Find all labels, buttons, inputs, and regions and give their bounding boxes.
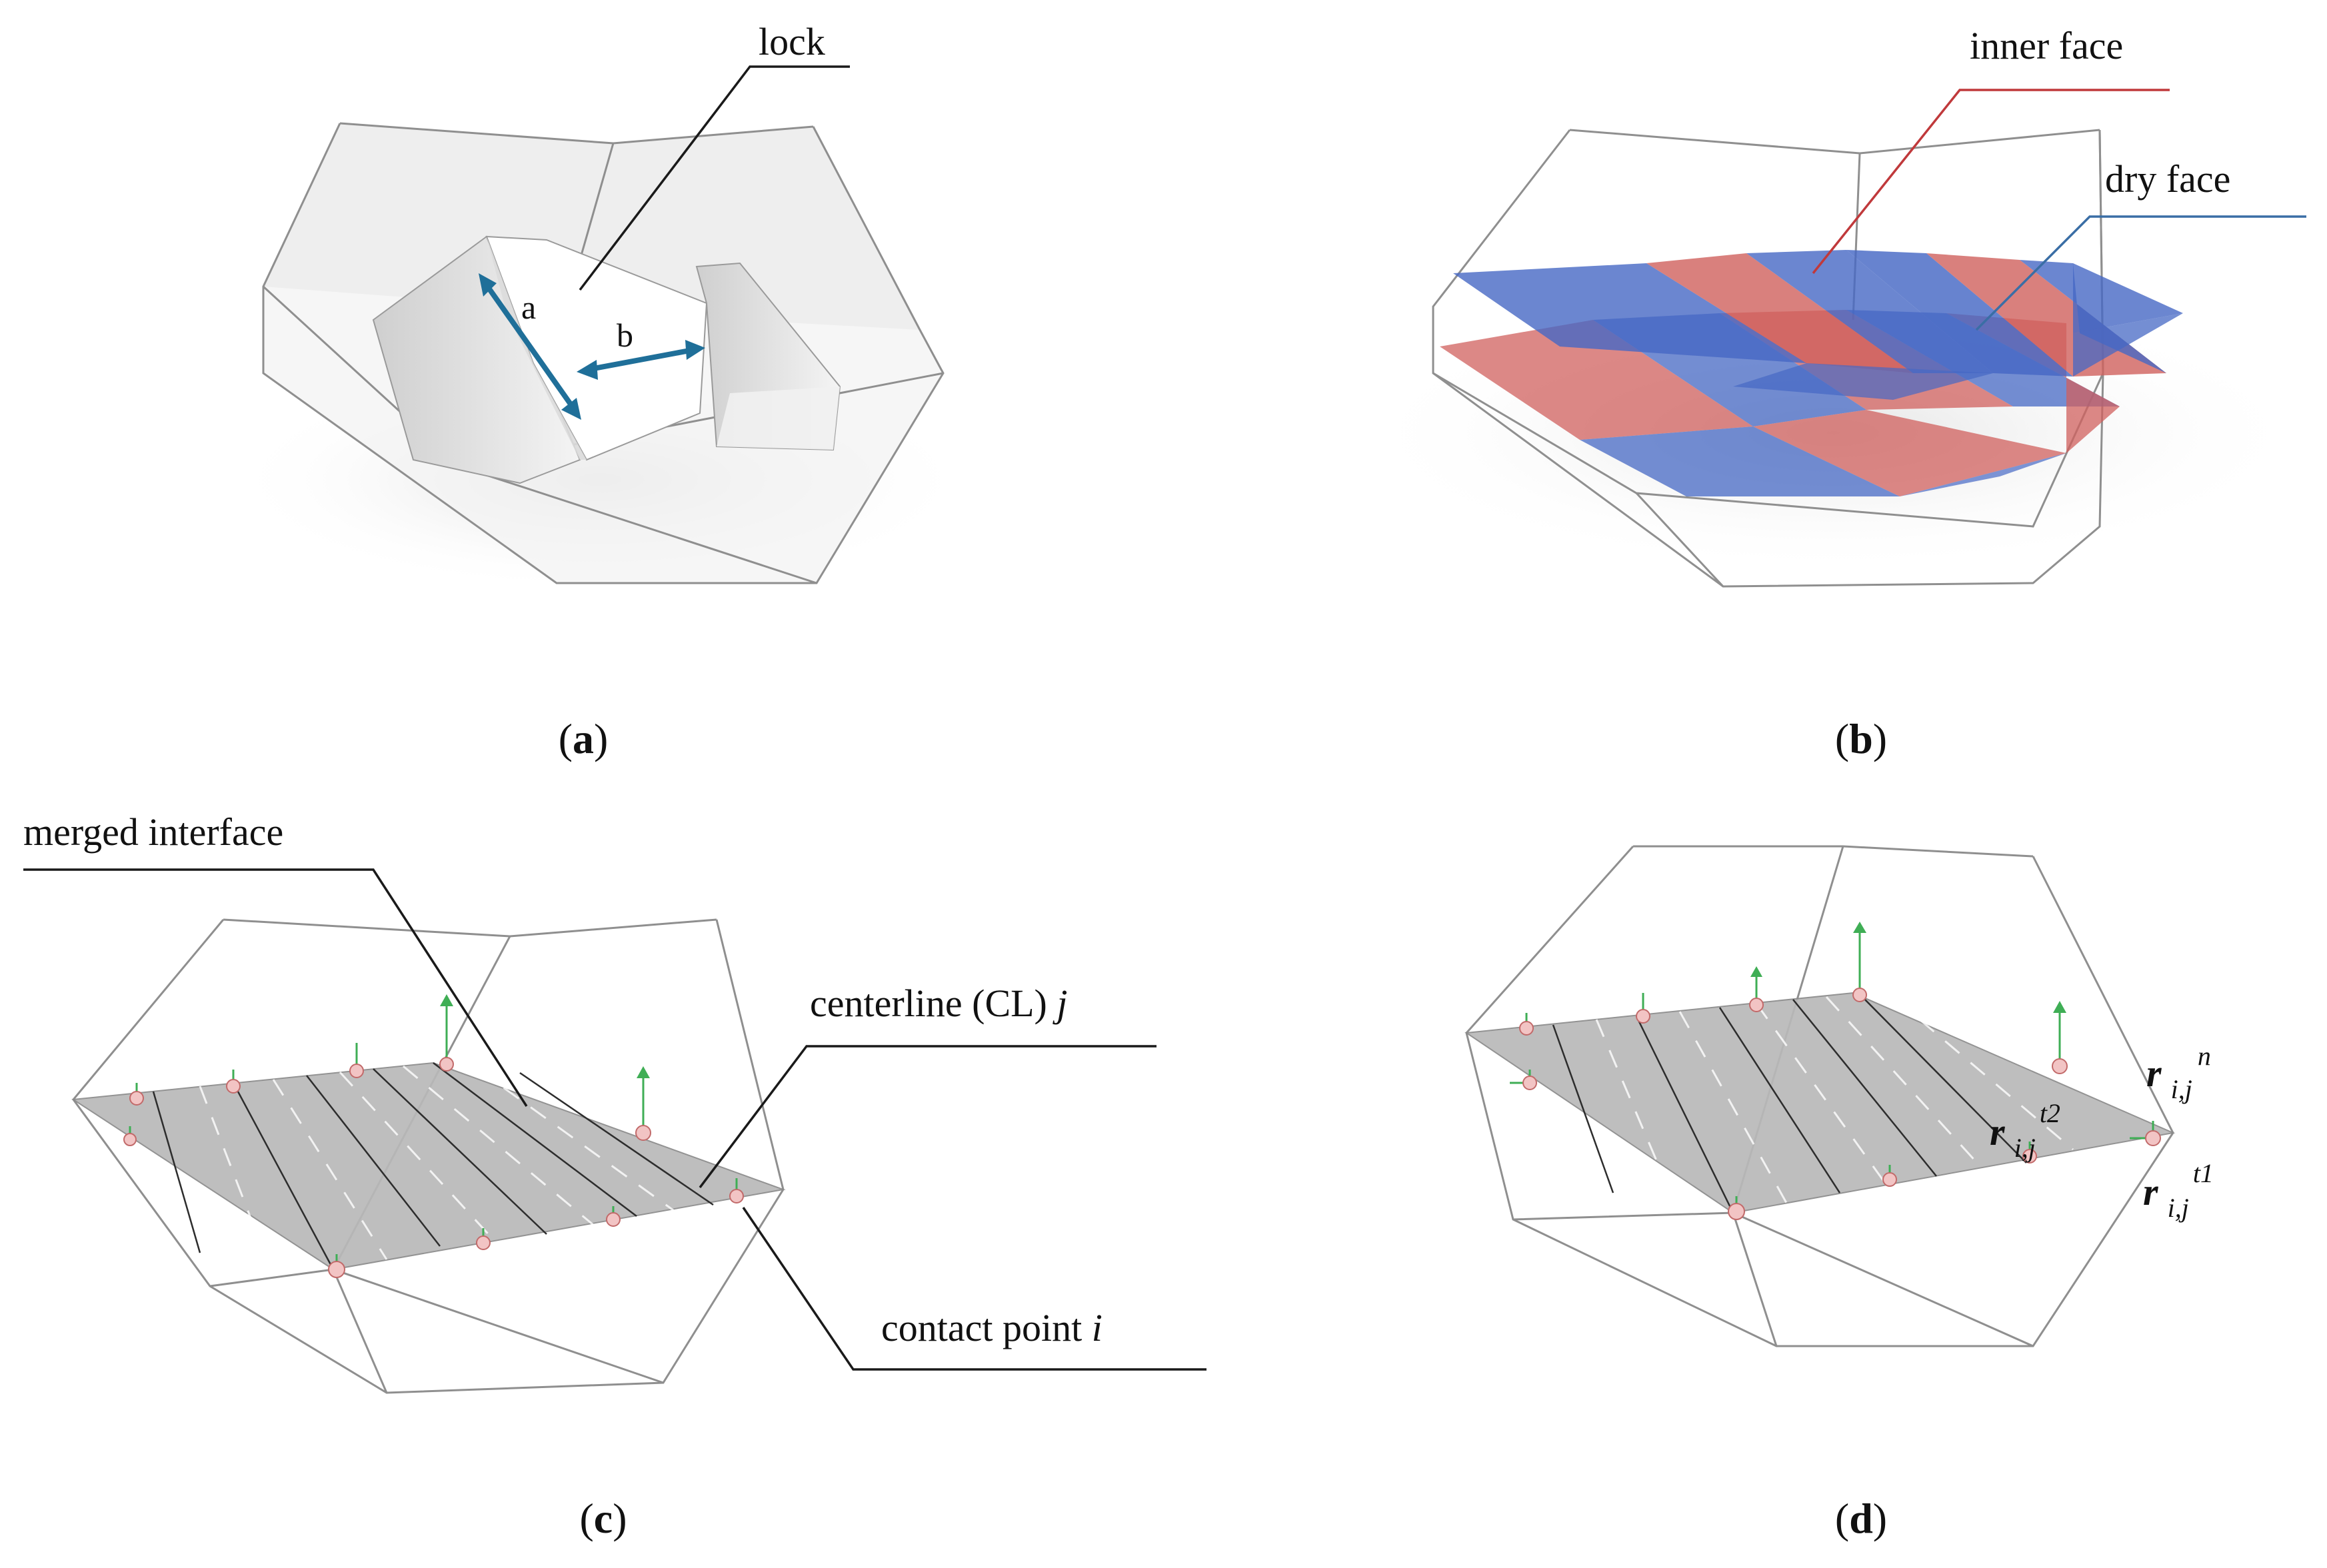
dimension-a-arrow <box>479 273 581 420</box>
caption-a: (a) <box>559 715 609 762</box>
contact-point <box>2052 1001 2068 1074</box>
label-centerline: centerline (CL) j <box>810 982 1068 1025</box>
contact-point <box>1519 1013 1534 1036</box>
contact-point <box>123 1126 137 1146</box>
dimension-b-arrow <box>577 340 705 380</box>
inner-face-leader <box>1812 89 2170 275</box>
contact-point <box>1749 966 1764 1012</box>
contact-point <box>129 1083 144 1106</box>
contact-point <box>635 1066 651 1141</box>
merged-interface-leader <box>23 868 528 1107</box>
caption-d: (d) <box>1835 1495 1887 1542</box>
contact-point <box>328 1254 345 1278</box>
label-dry-face: dry face <box>2105 157 2230 201</box>
contact-point <box>226 1070 241 1094</box>
contact-point <box>606 1206 621 1227</box>
label-contact-point: contact point i <box>881 1306 1103 1349</box>
caption-c: (c) <box>579 1495 627 1542</box>
panel-c-centerlines <box>152 1062 714 1270</box>
lock-leader-line <box>579 65 850 291</box>
panel-a: a b lock (a) <box>227 20 973 762</box>
contact-point <box>1636 993 1650 1024</box>
upper-interface-plane <box>1453 250 2183 400</box>
centerline-leader <box>699 1045 1157 1189</box>
label-a: a <box>521 289 536 326</box>
label-merged-interface: merged interface <box>23 810 283 854</box>
contact-point <box>1882 1165 1897 1187</box>
merged-interface-plane-d <box>1464 992 2176 1214</box>
panel-b: inner face dry face (b) <box>1353 24 2313 762</box>
panel-d-contact-points <box>1510 922 2161 1220</box>
panel-a-right-slot-floor <box>717 387 840 450</box>
panel-c-contact-points <box>123 994 744 1278</box>
contact-point <box>439 994 454 1072</box>
contact-point <box>476 1228 491 1250</box>
contact-point <box>1510 1070 1537 1090</box>
merged-interface-plane <box>71 1062 786 1271</box>
dry-face-leader <box>1975 215 2306 331</box>
contact-point <box>1728 1196 1745 1220</box>
panel-d-centerlines <box>1552 994 2074 1213</box>
contact-point <box>349 1043 364 1078</box>
panel-c: merged interface centerline (CL) j conta… <box>23 810 1206 1542</box>
contact-point <box>2130 1121 2161 1146</box>
contact-point <box>1852 922 1867 1002</box>
caption-b: (b) <box>1835 715 1887 762</box>
panel-a-top-face <box>263 123 920 330</box>
label-lock: lock <box>759 20 825 63</box>
contact-point <box>729 1178 744 1203</box>
label-inner-face: inner face <box>1970 24 2123 67</box>
contact-point-leader <box>742 1207 1206 1371</box>
contact-point <box>2022 1142 2037 1164</box>
label-b: b <box>617 317 633 354</box>
panel-a-left-slot <box>372 235 581 484</box>
